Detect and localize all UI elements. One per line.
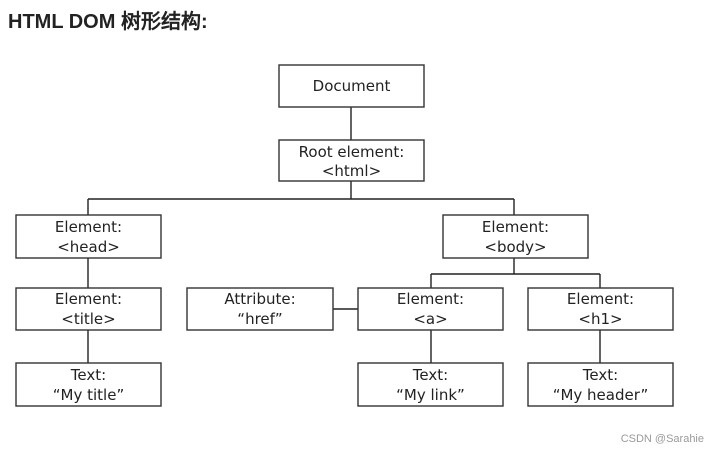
node-title-line-0: Element:: [55, 290, 122, 308]
node-attribute: Attribute: “href”: [186, 287, 334, 331]
node-a-line-0: Element:: [397, 290, 464, 308]
node-attribute-line-0: Attribute:: [224, 290, 295, 308]
node-text-link: Text: “My link”: [357, 362, 504, 407]
node-text-header: Text: “My header”: [527, 362, 674, 407]
node-text-title-line-0: Text:: [70, 366, 106, 384]
node-attribute-line-1: “href”: [237, 310, 282, 328]
tree-edges: [87, 107, 601, 363]
node-head: Element: <head>: [15, 214, 162, 259]
node-body: Element: <body>: [442, 214, 589, 259]
node-text-link-line-0: Text:: [412, 366, 448, 384]
node-body-line-0: Element:: [482, 218, 549, 236]
node-text-header-line-0: Text:: [582, 366, 618, 384]
node-h1: Element: <h1>: [527, 287, 674, 331]
node-a: Element: <a>: [357, 287, 504, 331]
page-title: HTML DOM 树形结构:: [8, 11, 208, 33]
watermark: CSDN @Sarahie: [620, 433, 704, 445]
node-h1-line-0: Element:: [567, 290, 634, 308]
node-text-title-line-1: “My title”: [53, 386, 124, 404]
node-title: Element: <title>: [15, 287, 162, 331]
node-head-line-0: Element:: [55, 218, 122, 236]
node-head-line-1: <head>: [57, 238, 120, 256]
node-document: Document: [278, 64, 425, 108]
node-body-line-1: <body>: [484, 238, 546, 256]
node-root-element-line-1: <html>: [322, 162, 381, 180]
node-text-header-line-1: “My header”: [553, 386, 649, 404]
node-document-line-0: Document: [313, 77, 391, 95]
node-text-link-line-1: “My link”: [396, 386, 465, 404]
node-root-element: Root element: <html>: [278, 139, 425, 182]
node-a-line-1: <a>: [413, 310, 447, 328]
node-text-title: Text: “My title”: [15, 362, 162, 407]
node-h1-line-1: <h1>: [578, 310, 622, 328]
node-root-element-line-0: Root element:: [299, 143, 405, 161]
node-title-line-1: <title>: [61, 310, 115, 328]
